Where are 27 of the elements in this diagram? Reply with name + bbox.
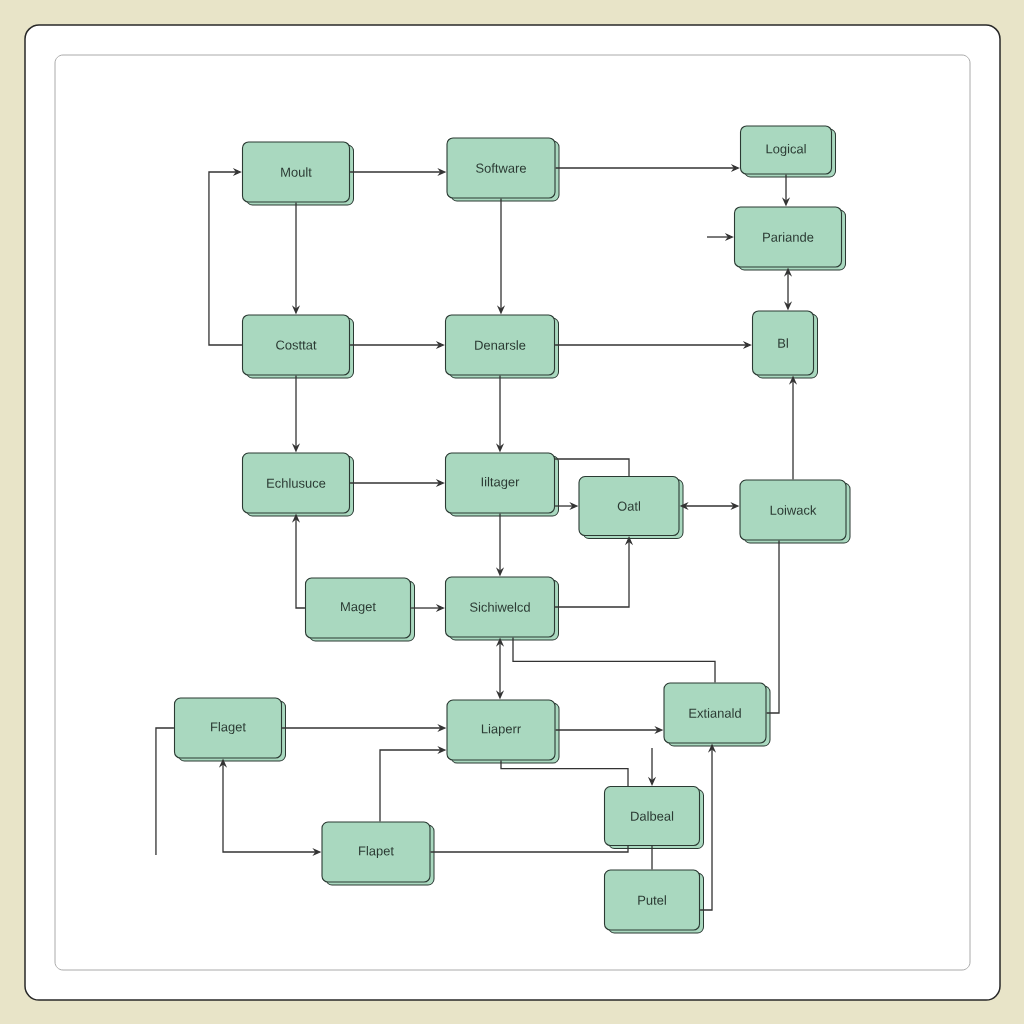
- connector-line: [500, 759, 629, 787]
- connector-line: [429, 845, 629, 853]
- process-box: Denarsle: [444, 314, 559, 379]
- process-box: Software: [446, 137, 560, 202]
- connector-line: [651, 845, 653, 871]
- connector-line: [765, 539, 780, 714]
- process-box: Echlusuce: [241, 452, 354, 517]
- process-box: Sichiwelcd: [444, 576, 559, 641]
- process-box: Iiltager: [444, 452, 559, 517]
- process-box: Liaperr: [446, 699, 560, 764]
- process-box: Flaget: [173, 697, 286, 762]
- process-box: Extianald: [663, 682, 771, 747]
- process-box: Flapet: [321, 821, 435, 886]
- process-box: Dalbeal: [603, 785, 704, 849]
- process-box: Pariande: [733, 206, 846, 271]
- process-box: Moult: [241, 141, 354, 206]
- arrow: [208, 167, 243, 346]
- process-box: Logical: [739, 125, 836, 178]
- connector-line: [155, 727, 175, 856]
- process-box: Putel: [603, 869, 704, 934]
- connector-line: [512, 636, 716, 684]
- process-box: Oatl: [578, 475, 684, 539]
- connector-line: [554, 458, 630, 477]
- process-box: Maget: [304, 577, 415, 642]
- process-box: Bl: [751, 310, 818, 379]
- process-box: Loiwack: [739, 479, 851, 544]
- process-box: Costtat: [241, 314, 354, 379]
